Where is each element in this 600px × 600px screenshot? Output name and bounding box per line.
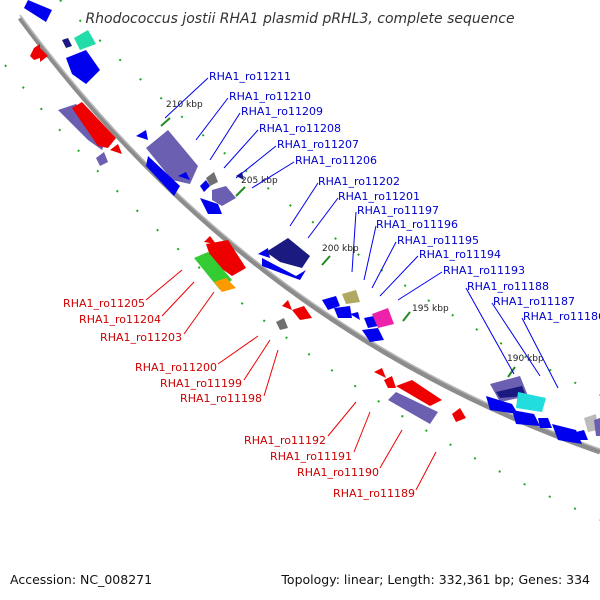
gene-arrow[interactable] xyxy=(584,414,598,432)
gene-arrow[interactable] xyxy=(362,328,384,342)
gene-label[interactable]: RHA1_ro11188 xyxy=(467,280,549,293)
topology-summary: Topology: linear; Length: 332,361 bp; Ge… xyxy=(281,572,590,587)
gene-label[interactable]: RHA1_ro11186 xyxy=(523,310,600,323)
gene-arrow[interactable] xyxy=(384,376,396,388)
gene-label[interactable]: RHA1_ro11197 xyxy=(357,204,439,217)
outer-ring-dots xyxy=(4,64,600,521)
gene-arrow[interactable] xyxy=(24,0,52,22)
gene-arrow[interactable] xyxy=(350,312,360,320)
gene-arrow[interactable] xyxy=(576,430,588,440)
gene-arrow[interactable] xyxy=(552,424,582,444)
gene-label[interactable]: RHA1_ro11193 xyxy=(443,264,525,277)
tick-label-190: 190 kbp xyxy=(507,354,544,364)
gene-label[interactable]: RHA1_ro11206 xyxy=(295,154,377,167)
gene-arrow[interactable] xyxy=(538,418,552,428)
gene-arrow[interactable] xyxy=(342,290,360,304)
gene-label[interactable]: RHA1_ro11211 xyxy=(209,70,291,83)
gene-arrow[interactable] xyxy=(206,172,218,186)
gene-arrow[interactable] xyxy=(486,396,518,414)
gene-label[interactable]: RHA1_ro11203 xyxy=(100,331,182,344)
tick-marks xyxy=(160,117,516,378)
leader-lines-plus xyxy=(164,77,559,389)
gene-arrow[interactable] xyxy=(200,198,222,214)
gene-arrow[interactable] xyxy=(516,392,546,412)
gene-arrow[interactable] xyxy=(512,410,540,426)
sequence-backbone xyxy=(17,16,600,455)
gene-arrow[interactable] xyxy=(96,152,108,166)
gene-label[interactable]: RHA1_ro11192 xyxy=(244,434,326,447)
forward-features xyxy=(24,0,600,444)
gene-arrow[interactable] xyxy=(72,102,116,148)
reverse-features xyxy=(30,44,466,424)
gene-label[interactable]: RHA1_ro11205 xyxy=(63,297,145,310)
gene-arrow[interactable] xyxy=(258,248,270,258)
accession-label: Accession: NC_008271 xyxy=(10,572,153,587)
gene-label[interactable]: RHA1_ro11208 xyxy=(259,122,341,135)
gene-arrow[interactable] xyxy=(266,238,310,268)
map-title: Rhodococcus jostii RHA1 plasmid pRHL3, c… xyxy=(85,11,514,27)
tick-label-195: 195 kbp xyxy=(412,304,449,314)
gene-label[interactable]: RHA1_ro11199 xyxy=(160,377,242,390)
gene-labels-minus: RHA1_ro11205 RHA1_ro11204 RHA1_ro11203 R… xyxy=(63,297,415,500)
gene-arrow[interactable] xyxy=(136,130,148,140)
tick-label-200: 200 kbp xyxy=(322,244,359,254)
gene-label[interactable]: RHA1_ro11189 xyxy=(333,487,415,500)
gene-label[interactable]: RHA1_ro11200 xyxy=(135,361,217,374)
gene-arrow[interactable] xyxy=(262,258,306,280)
gene-arrow[interactable] xyxy=(110,144,122,154)
gene-labels-plus: RHA1_ro11211 RHA1_ro11210 RHA1_ro11209 R… xyxy=(209,70,600,323)
gene-arrow[interactable] xyxy=(200,180,210,192)
gene-arrow[interactable] xyxy=(372,308,394,328)
gene-arrow[interactable] xyxy=(282,300,292,310)
gene-arrow[interactable] xyxy=(292,306,312,320)
gene-label[interactable]: RHA1_ro11191 xyxy=(270,450,352,463)
gene-arrow[interactable] xyxy=(214,278,236,292)
gene-arrow[interactable] xyxy=(146,156,180,196)
gene-arrow[interactable] xyxy=(388,392,438,424)
gene-label[interactable]: RHA1_ro11207 xyxy=(277,138,359,151)
gene-label[interactable]: RHA1_ro11195 xyxy=(397,234,479,247)
gene-arrow[interactable] xyxy=(206,240,246,276)
gene-arrow[interactable] xyxy=(212,186,236,206)
gene-arrow[interactable] xyxy=(452,408,466,422)
gene-arrow[interactable] xyxy=(276,318,288,330)
gene-label[interactable]: RHA1_ro11198 xyxy=(180,392,262,405)
gene-label[interactable]: RHA1_ro11201 xyxy=(338,190,420,203)
gene-label[interactable]: RHA1_ro11202 xyxy=(318,175,400,188)
gene-arrow[interactable] xyxy=(62,38,72,48)
gene-arrow[interactable] xyxy=(178,172,190,180)
gene-arrow[interactable] xyxy=(374,368,386,378)
gene-arrow[interactable] xyxy=(322,296,340,310)
gene-label[interactable]: RHA1_ro11190 xyxy=(297,466,379,479)
gene-arrow[interactable] xyxy=(204,236,216,244)
gene-arrow[interactable] xyxy=(66,50,100,84)
gene-arrow[interactable] xyxy=(40,48,48,62)
gene-arrow[interactable] xyxy=(396,380,442,406)
gene-label[interactable]: RHA1_ro11187 xyxy=(493,295,575,308)
gene-label[interactable]: RHA1_ro11196 xyxy=(376,218,458,231)
gene-label[interactable]: RHA1_ro11204 xyxy=(79,313,161,326)
gene-arrow[interactable] xyxy=(236,172,244,180)
gene-label[interactable]: RHA1_ro11209 xyxy=(241,105,323,118)
gene-label[interactable]: RHA1_ro11210 xyxy=(229,90,311,103)
gene-label[interactable]: RHA1_ro11194 xyxy=(419,248,501,261)
gene-arrow[interactable] xyxy=(594,418,600,436)
gene-arrow[interactable] xyxy=(146,130,198,184)
tick-label-210: 210 kbp xyxy=(166,100,203,110)
tick-label-205: 205 kbp xyxy=(241,176,278,186)
gene-arrow[interactable] xyxy=(74,30,96,50)
leader-lines-minus xyxy=(145,269,437,491)
gene-arrow[interactable] xyxy=(30,44,40,60)
gene-arrow[interactable] xyxy=(334,306,352,318)
